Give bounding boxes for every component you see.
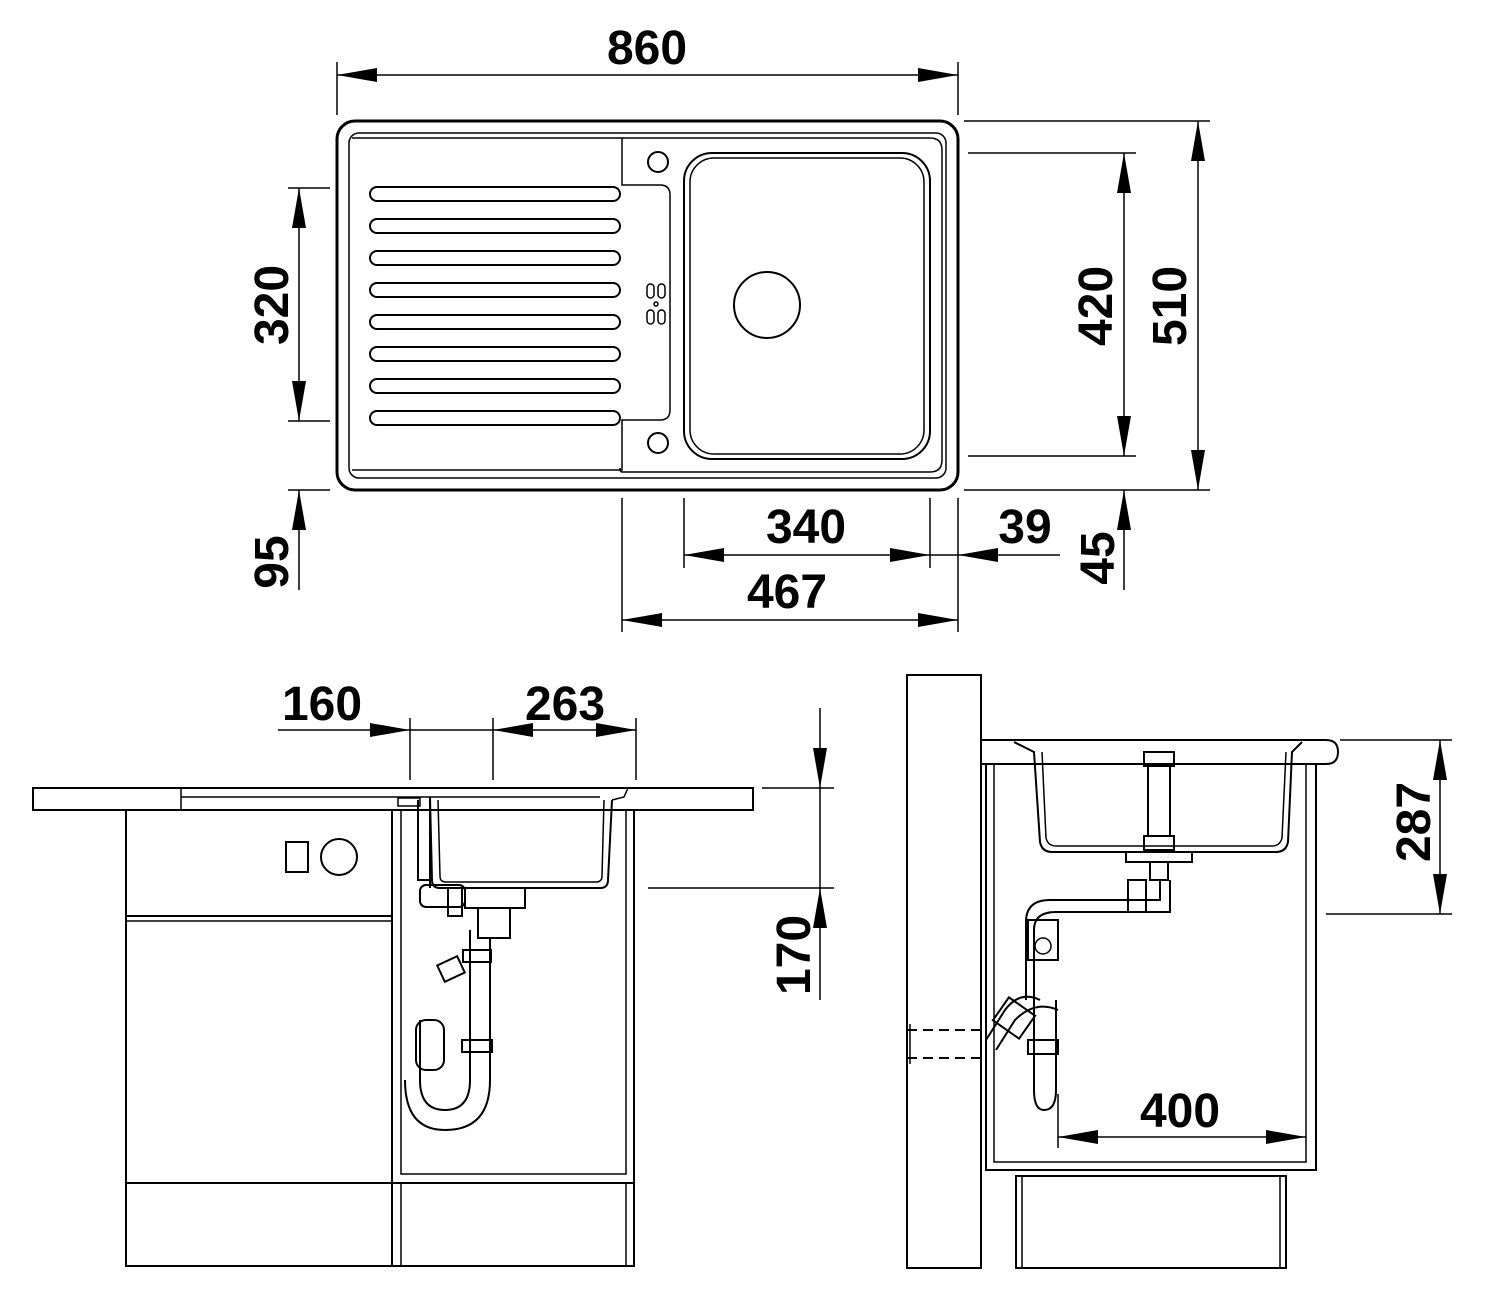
dimension-line-waste-position <box>1057 1094 1306 1148</box>
sink-inner-rim <box>348 132 947 479</box>
drainer-grooves <box>369 186 621 426</box>
cabinet-right <box>391 809 635 1267</box>
dimension-bowl-section-width: 467 <box>747 566 827 619</box>
dimension-front-offset: 95 <box>246 535 299 588</box>
top-view: 860 510 420 45 <box>246 22 1210 632</box>
overflow-slots <box>646 283 666 325</box>
dimension-waste-position: 400 <box>1140 1085 1220 1138</box>
dimension-lines-front-offsets <box>278 718 637 780</box>
dimension-depth-below-top: 170 <box>768 915 821 995</box>
dimension-line-front-offset <box>288 489 330 590</box>
dimension-line-overall-width <box>336 62 959 115</box>
dimension-bowl-side-offset: 39 <box>998 501 1051 554</box>
sink-bowl-inner <box>689 157 925 455</box>
dimension-bowl-height: 287 <box>1388 782 1441 862</box>
drainer-area <box>352 137 671 471</box>
dimension-line-bowl-height <box>1326 739 1452 915</box>
dimension-bowl-front-offset: 45 <box>1072 531 1125 584</box>
side-worktop <box>981 739 1340 765</box>
side-trap <box>985 751 1193 1112</box>
dimension-bowl-depth: 420 <box>1070 266 1123 346</box>
dimension-line-depth-below-top <box>648 708 834 1000</box>
worktop <box>32 787 754 811</box>
dimension-line-bowl-front-offset <box>1117 490 1131 590</box>
dimension-bowl-offset-right: 263 <box>525 678 605 731</box>
dimension-line-overall-depth <box>964 120 1210 491</box>
cabinet-left <box>125 809 393 1267</box>
bowl-ledge <box>619 137 943 473</box>
wall <box>906 674 982 1269</box>
side-cabinet <box>985 764 1317 1171</box>
dimension-line-drainer-depth <box>288 187 330 422</box>
dimension-bowl-width: 340 <box>766 501 846 554</box>
switch-icon <box>285 841 309 873</box>
dimension-overall-depth: 510 <box>1144 266 1197 346</box>
dimension-drainer-depth: 320 <box>246 265 299 345</box>
drain-hole <box>733 271 801 339</box>
side-view: 287 400 <box>906 674 1452 1269</box>
sink-bowl <box>683 152 931 460</box>
dimension-overall-width: 860 <box>607 22 687 75</box>
dimension-line-bowl-depth <box>968 152 1136 457</box>
tap-hole-top <box>647 151 669 173</box>
dimension-bowl-offset-left: 160 <box>282 678 362 731</box>
sink-outline <box>335 119 960 492</box>
front-view: 160 263 170 <box>32 678 834 1267</box>
tap-hole-bottom <box>647 432 669 454</box>
front-trap <box>404 884 526 1132</box>
dimension-lines-bowl-width <box>621 498 1060 632</box>
socket-icon <box>320 838 358 876</box>
